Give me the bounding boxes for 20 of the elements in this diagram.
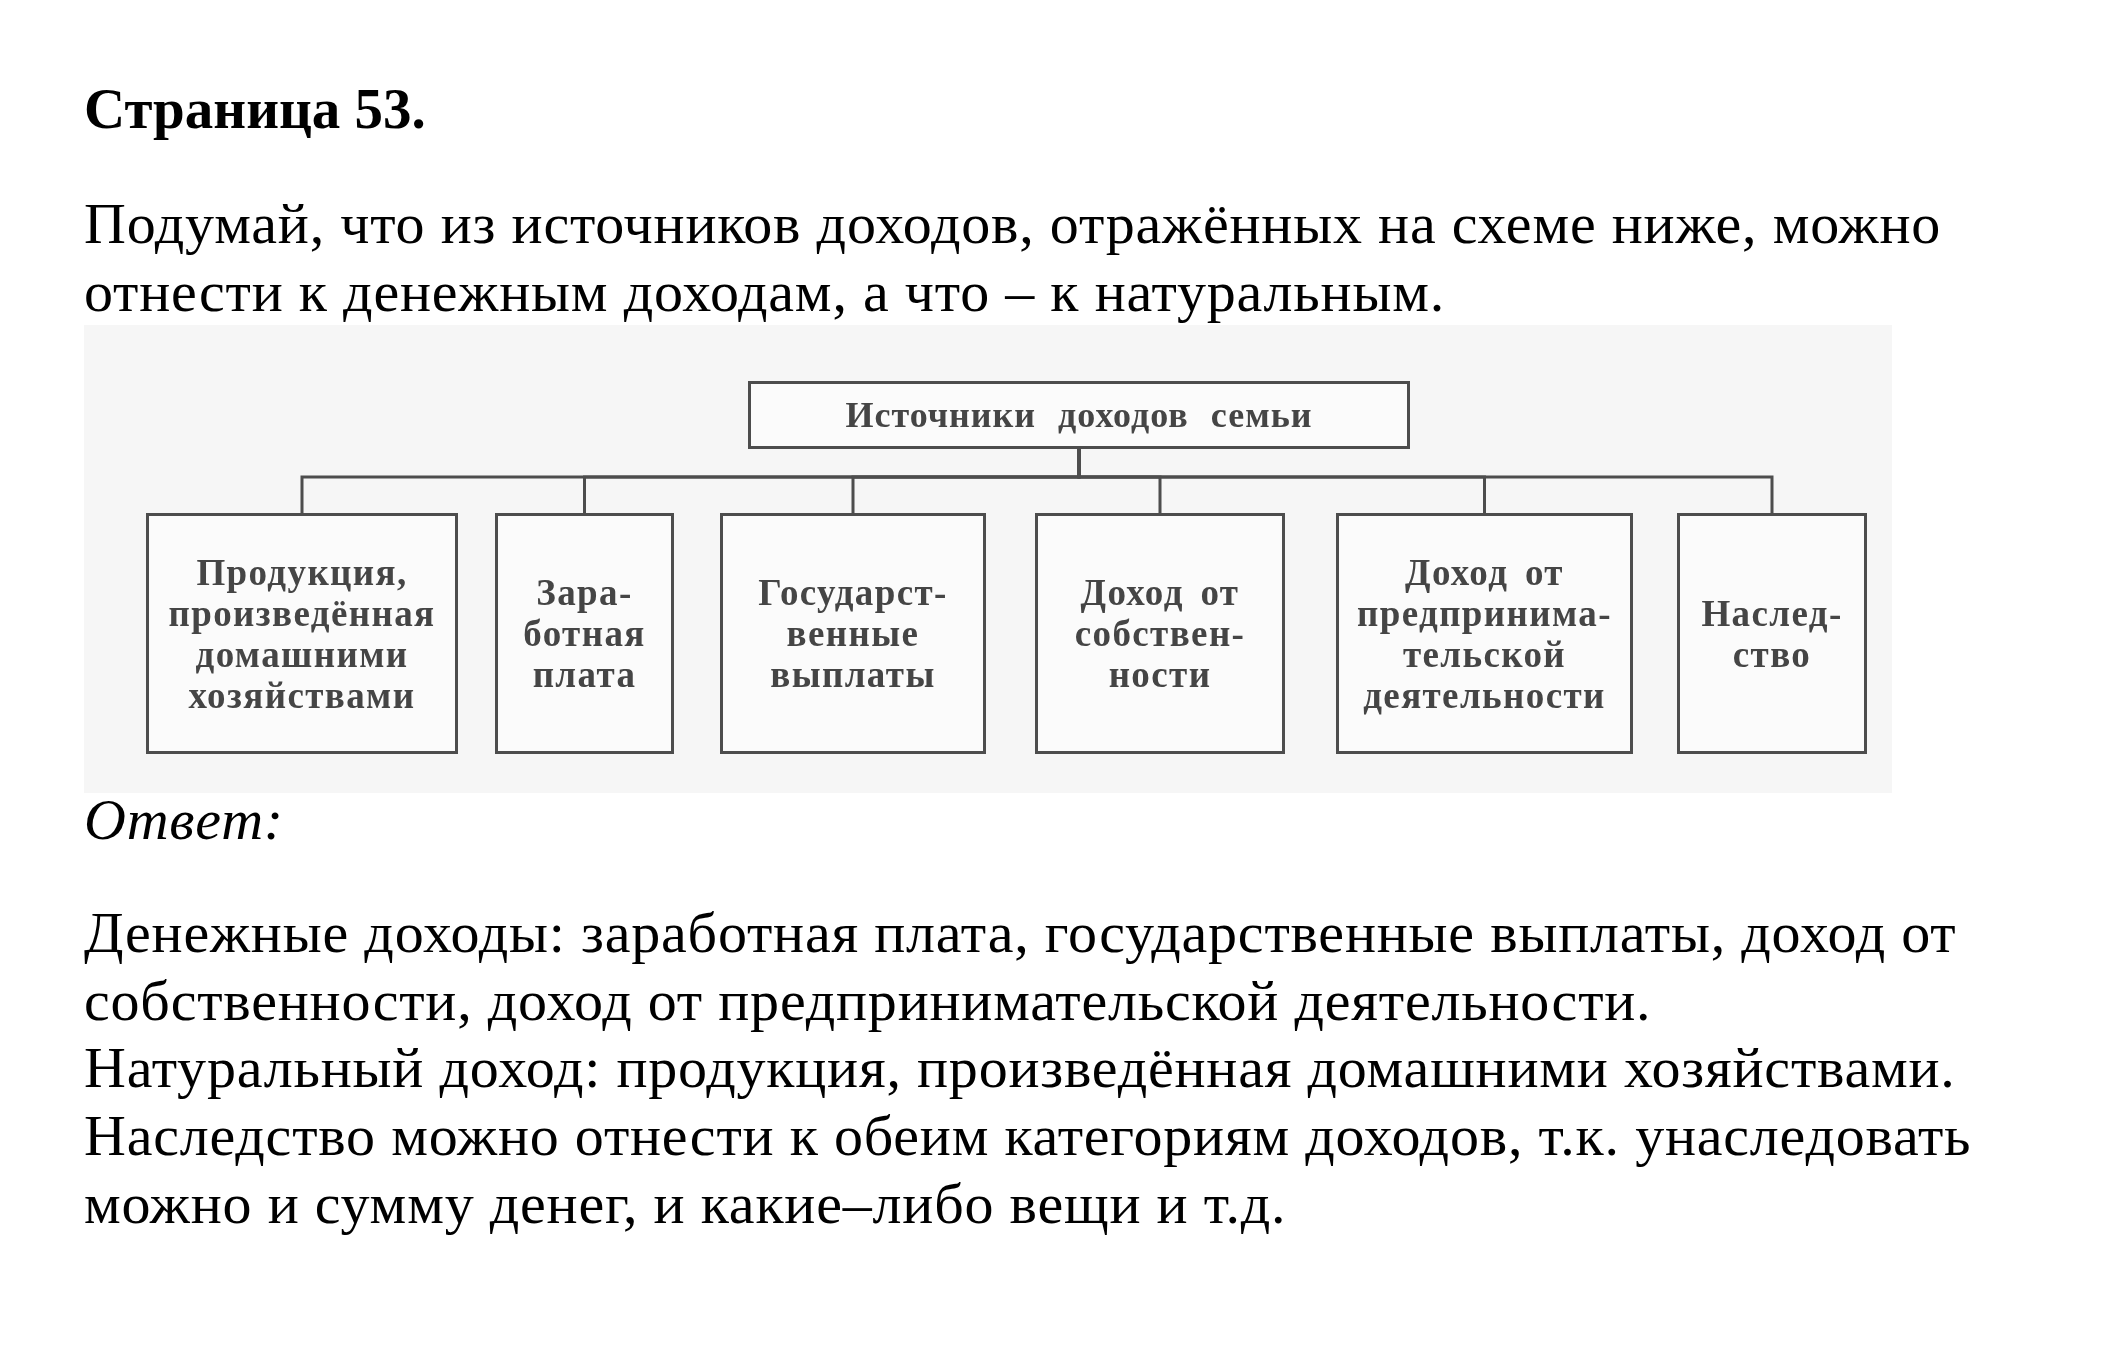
box-label: Зара- ботная плата: [522, 572, 647, 695]
category-box: [146, 513, 458, 754]
box-label: Источники доходов семьи: [845, 394, 1313, 436]
category-box: [1035, 513, 1285, 754]
heading-box: [748, 381, 1410, 449]
box-label: Наслед- ство: [1700, 592, 1844, 675]
box-label: Государст- венные выплаты: [757, 572, 949, 695]
box-label: Доход от предпринима- тельской деятельности: [1356, 551, 1613, 716]
question-text: Подумай, что из источников доходов, отражённых на схеме ниже, можно отнести к денежным доходам, а что – к натуральным.: [84, 190, 1943, 326]
answer-text: Наследство можно отнести к обеим категориям доходов, т.к. унаследовать можно и сумму денег, и какие–либо вещи и т.д.: [84, 1102, 1973, 1237]
box-label: Доход от собствен- ности: [1073, 572, 1247, 695]
category-box: [1677, 513, 1867, 754]
answer-text: Денежные доходы: заработная плата, государственные выплаты, доход от собственности, доход от предпринимательской деятельности.: [84, 899, 1958, 1034]
category-box: [1336, 513, 1633, 754]
answer-heading: Ответ:: [84, 786, 284, 854]
page-heading: Страница 53.: [84, 76, 426, 142]
answer-text: Натуральный доход: продукция, произведённая домашними хозяйствами.: [84, 1034, 1956, 1102]
category-box: [495, 513, 674, 754]
category-box: [720, 513, 986, 754]
box-label: Продукция, произведённая домашними хозяйствами: [167, 551, 437, 716]
